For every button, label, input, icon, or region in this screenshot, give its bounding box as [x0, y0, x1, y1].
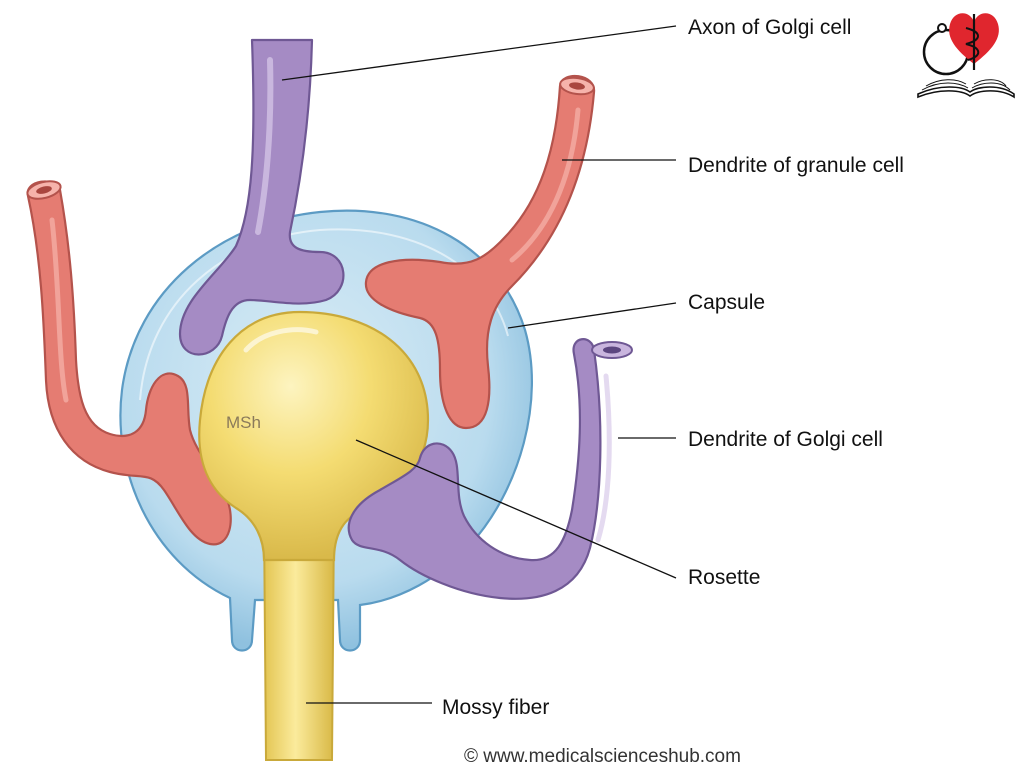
- label-dendrite-granule: Dendrite of granule cell: [688, 154, 904, 177]
- book-pages: [917, 86, 1015, 99]
- label-dendrite-golgi: Dendrite of Golgi cell: [688, 428, 883, 451]
- granule-dendrite-left-shape: [26, 180, 232, 546]
- leader-axon-golgi: [281, 25, 677, 81]
- leader-rosette: [355, 439, 677, 579]
- label-rosette: Rosette: [688, 566, 760, 589]
- copyright-text: © www.medicalscienceshub.com: [464, 746, 741, 767]
- heart-caduceus-book-icon: [917, 13, 1015, 99]
- leader-capsule: [507, 302, 677, 329]
- leader-lines: [281, 25, 677, 704]
- golgi-axon-highlight: [255, 57, 274, 235]
- label-mossy-fiber: Mossy fiber: [442, 696, 549, 719]
- golgi-axon: [178, 38, 345, 356]
- labels: Axon of Golgi cell Dendrite of granule c…: [442, 16, 904, 719]
- granule-dendrite-right: [364, 74, 596, 430]
- granule-dendrite-left: [26, 180, 232, 546]
- msh-label: MSh: [226, 413, 261, 432]
- label-capsule: Capsule: [688, 291, 765, 314]
- granule-dendrite-right-shape: [364, 74, 596, 430]
- label-axon-golgi: Axon of Golgi cell: [688, 16, 851, 39]
